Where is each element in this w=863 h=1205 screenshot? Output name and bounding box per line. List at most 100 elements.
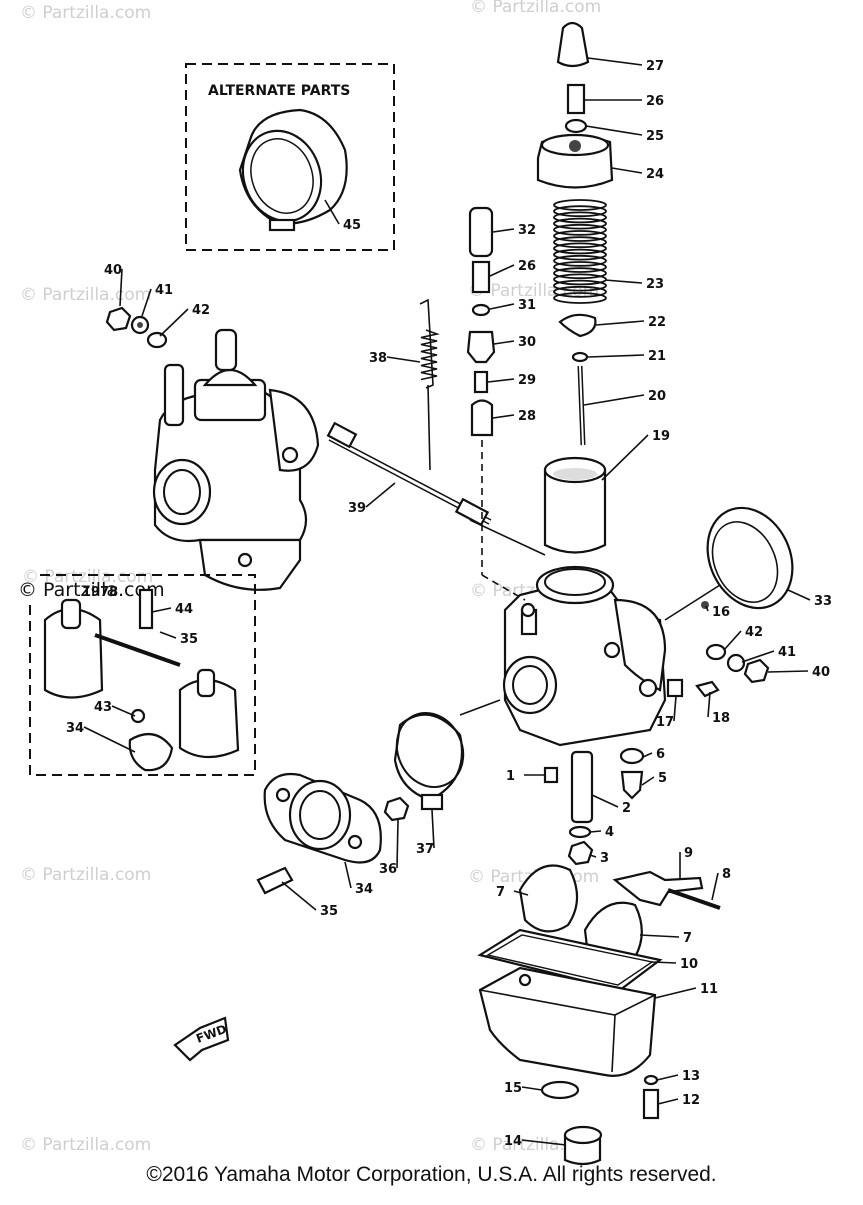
callout-29: 29 — [518, 373, 536, 388]
spring-coil — [553, 292, 607, 304]
spring-coil — [553, 199, 607, 211]
watermark-text: © Partzilla.com — [470, 0, 601, 17]
callout-44: 44 — [175, 602, 193, 617]
alternate-parts-label: ALTERNATE PARTS — [208, 83, 350, 99]
callout-12: 12 — [682, 1093, 700, 1108]
intake-manifold — [256, 712, 465, 895]
spring-coil — [553, 261, 607, 273]
callout-32: 32 — [518, 223, 536, 238]
carburetor-right-assembly — [502, 565, 667, 747]
callout-16: 16 — [712, 605, 730, 620]
callout-11: 11 — [700, 982, 718, 997]
watermark-text-dark: © Partzilla.com — [18, 579, 165, 601]
leader-line-8 — [711, 872, 719, 901]
leader-line-38 — [386, 356, 421, 363]
leader-line-4 — [589, 830, 602, 833]
callout-24: 24 — [646, 167, 664, 182]
callout-22: 22 — [648, 315, 666, 330]
leader-line-42b — [723, 630, 742, 651]
leader-line-2 — [591, 794, 619, 808]
callout-39: 39 — [348, 501, 366, 516]
fwd-arrow: FWD — [173, 1016, 230, 1062]
callout-4: 4 — [605, 825, 614, 840]
spring-coil — [553, 223, 607, 236]
callout-26: 26 — [646, 94, 664, 109]
part-26-top — [566, 83, 586, 115]
leader-line-13 — [656, 1074, 679, 1081]
leader-line-25 — [585, 125, 643, 136]
leader-line-43 — [111, 705, 136, 717]
callout-28: 28 — [518, 409, 536, 424]
callout-21: 21 — [648, 349, 666, 364]
callout-17: 17 — [656, 715, 674, 730]
carburetor-left-assembly — [152, 328, 320, 591]
leader-line-10 — [651, 961, 677, 964]
leader-line-21 — [587, 354, 645, 358]
leader-line-33 — [787, 589, 811, 601]
spring-coil — [553, 217, 607, 230]
leader-line-37 — [431, 809, 435, 849]
callout-35b: 35 — [180, 632, 198, 647]
leader-line-35b — [159, 631, 177, 639]
watermark-text: © Partzilla.com — [20, 1135, 151, 1155]
callout-8: 8 — [722, 867, 731, 882]
svg-text:1978: 1978 — [82, 585, 118, 600]
leader-line-14 — [521, 1139, 567, 1146]
leader-line-15 — [521, 1086, 543, 1091]
leader-line-5 — [641, 776, 655, 786]
spring-coil — [553, 267, 607, 280]
leader-line-44 — [151, 607, 172, 613]
spring-coil — [553, 236, 607, 249]
leader-line-29 — [487, 378, 515, 383]
callout-20: 20 — [648, 389, 666, 404]
callout-45: 45 — [343, 218, 361, 233]
callout-37: 37 — [416, 842, 434, 857]
leader-line-23 — [604, 279, 643, 284]
callout-23: 23 — [646, 277, 664, 292]
part-33-ring — [706, 506, 794, 610]
callout-3: 3 — [600, 851, 609, 866]
slide-and-cap-stack — [536, 21, 614, 554]
callout-40: 40 — [104, 263, 122, 278]
dashed-detail-box: 1978 — [29, 574, 256, 776]
callout-leaders — [83, 57, 811, 1146]
leader-line-30 — [493, 340, 515, 345]
copyright-notice: ©2016 Yamaha Motor Corporation, U.S.A. A… — [146, 1163, 717, 1186]
leader-line-26b — [489, 264, 515, 277]
leader-line-31 — [489, 303, 515, 310]
callout-36: 36 — [379, 862, 397, 877]
leader-line-12 — [657, 1098, 679, 1105]
callout-18: 18 — [712, 711, 730, 726]
spring-coil — [553, 205, 607, 218]
leader-line-3 — [589, 854, 597, 858]
alternate-parts-box: ALTERNATE PARTS — [185, 63, 395, 251]
watermark-text: © Partzilla.com — [20, 865, 151, 885]
float-assembly — [518, 864, 721, 969]
leader-line-7 — [639, 934, 680, 938]
callout-43: 43 — [94, 700, 112, 715]
spring-coil — [553, 230, 607, 242]
spring-coil — [553, 279, 607, 292]
watermark-text: © Partzilla.com — [20, 3, 151, 23]
spring-38 — [419, 298, 440, 471]
leader-line-28 — [492, 414, 515, 419]
leader-line-39 — [365, 482, 396, 508]
spring-coil — [553, 242, 607, 255]
leader-line-40b — [767, 670, 809, 673]
callout-9: 9 — [684, 846, 693, 861]
leader-line-36 — [396, 819, 399, 869]
callout-25: 25 — [646, 129, 664, 144]
callout-30: 30 — [518, 335, 536, 350]
callout-13: 13 — [682, 1069, 700, 1084]
callout-42: 42 — [192, 303, 210, 318]
callout-6: 6 — [656, 747, 665, 762]
leader-line-45 — [324, 199, 340, 225]
leader-line-34 — [344, 861, 352, 889]
right-hardware — [666, 601, 770, 698]
callout-34: 34 — [355, 882, 373, 897]
callout-33: 33 — [814, 594, 832, 609]
callout-10: 10 — [680, 957, 698, 972]
leader-line-27 — [587, 57, 643, 66]
spring-coil — [553, 248, 607, 261]
